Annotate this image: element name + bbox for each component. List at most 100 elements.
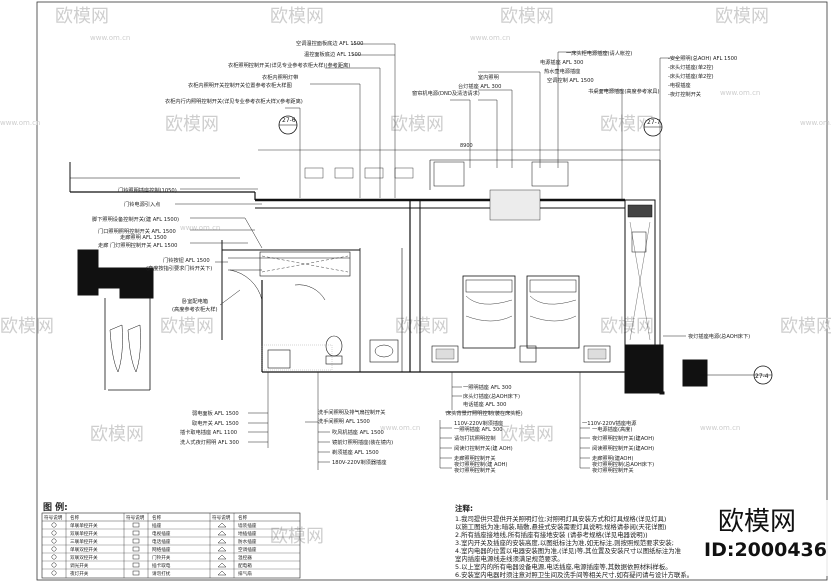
legend-cell: 排气扇 — [238, 570, 252, 577]
callout: 剃须插座 AFL 1500 — [332, 448, 379, 456]
watermark-brand: 欧模网 — [165, 114, 219, 135]
callout: 床头背景灯照明控制(装在床头柜) — [446, 409, 523, 417]
callout: -夜灯控制开关 — [668, 90, 701, 98]
legend-cell: 门铃开关 — [152, 554, 171, 561]
callout: 空调控制 AFL 1500 — [547, 76, 594, 84]
legend-cell: 配电箱 — [238, 562, 252, 569]
notes-block: 注释: 1.我司提供只提供开关照明灯位;对照明灯具安装方式和灯具规格(详见灯具)… — [455, 503, 693, 579]
callout: 走廊 门灯照明控制开关 AFL 1500 — [98, 241, 177, 249]
callouts-top-left: 空调温控面板底边 AFL 1500 温控面板底边 AFL 1500 衣柜照明控制… — [165, 39, 363, 105]
watermark-url: www.om.cn — [470, 34, 510, 42]
note-line: 2.所有插座接地线,所有插座有接地安装 (请参考规格(详见电器说明)) — [455, 530, 648, 539]
note-line: 1.我司提供只提供开关照明灯位;对照明灯具安装方式和灯具规格(详见灯具) — [455, 514, 666, 523]
legend-cell: 单联单控开关 — [70, 522, 98, 529]
legend-cell: 双联单控开关 — [70, 530, 98, 537]
callout: 夜灯照明控制(建 AOH) — [454, 460, 507, 468]
callouts-left: 门铃照明插座控制(1050) 门铃电源引入点 脚下照明设备控制开关(建 AFL … — [92, 186, 218, 313]
legend-cell: 双联双控开关 — [70, 554, 98, 561]
legend-cell: 防水插座 — [238, 538, 257, 545]
watermark-brand: 欧模网 — [500, 6, 554, 27]
id-label: ID:2000436 — [704, 539, 827, 561]
callout: 洗手间照明及排气扇控制开关 — [318, 408, 385, 416]
watermark-url: www.om.cn — [700, 424, 740, 432]
legend-cell: 温控器 — [238, 554, 252, 561]
watermark-brand: 欧模网 — [160, 316, 214, 337]
callout: 插卡取电插座 AFL 1100 — [180, 428, 237, 436]
callout: 窗帘机电源(DND及清洁请求) — [412, 89, 480, 97]
callout: 阅读照明控制开关(建AOH) — [592, 444, 654, 452]
callouts-bottom-left: 弱电面板 AFL 1500 取电开关 AFL 1500 插卡取电插座 AFL 1… — [180, 409, 239, 446]
legend-cell: 地插插座 — [238, 530, 257, 537]
dimension-line: 8900 — [258, 143, 660, 151]
watermark-url: www.om.cn — [0, 119, 40, 127]
notes-title: 注释: — [455, 503, 473, 513]
dimension-text: 8900 — [460, 143, 473, 149]
legend-title: 图 例: — [43, 501, 68, 513]
watermark-url: www.om.cn — [380, 424, 420, 432]
callout: 走廊照明 AFL 1500 — [120, 233, 167, 241]
legend-header: 名称 — [70, 514, 80, 521]
callout: 门铃电源引入点 — [124, 200, 160, 208]
watermark-brand: 欧模网 — [600, 316, 654, 337]
callout: 衣柜内照明开关控制开关位置参考衣柜大样图 — [188, 81, 292, 89]
brand-block: 欧模网 ID:2000436 — [700, 500, 828, 576]
callout: (高度参考衣柜大样) — [172, 305, 218, 313]
callout: 洗人式夜灯照明 AFL 300 — [180, 438, 239, 446]
legend-cell: 夜灯开关 — [70, 570, 89, 577]
section-marker-top-left: 27-6 — [278, 115, 298, 135]
note-line: 室内插座电源线走线须满足规范要求。 — [455, 554, 564, 563]
section-marker-label: 27-6 — [282, 117, 296, 124]
callouts-top-right: 一床头柜电源插座(请人帐控) 电源插座 AFL 300 热水壶电源插座 空调控制… — [412, 49, 660, 97]
callout: 夜灯照明控制开关(建AOH) — [592, 434, 654, 442]
callout: -床头灯插座(单2控) — [668, 72, 714, 80]
callout: 温控面板底边 AFL 1500 — [304, 50, 361, 58]
callout: 一110V-220V插座电源 — [582, 419, 637, 427]
legend-cell: 电话插座 — [152, 538, 171, 545]
callout: 脚下照明设备控制开关(建 AFL 1500) — [92, 215, 179, 223]
callout: 电源插座 AFL 300 — [540, 58, 583, 66]
brand-logo: 欧模网 — [718, 507, 796, 537]
callouts-bottom-right: 一110V-220V插座电源 一电源插座(高度) 夜灯照明控制开关(建AOH) … — [582, 419, 654, 474]
callout: 衣柜内行内照明控制开关(详见专业参考衣柜大样)(参考距离) — [165, 97, 303, 105]
callout: 一床头柜电源插座(请人帐控) — [566, 49, 632, 57]
legend-cell: 调光开关 — [70, 562, 89, 569]
section-marker-right: 27-4 — [700, 365, 773, 385]
watermark-url: www.om.cn — [180, 224, 220, 232]
callout: 180V-220V剃须器插座 — [332, 458, 386, 466]
callout: 110V-220V剃须插座 — [454, 419, 503, 427]
legend-header: 符号说明 — [126, 514, 145, 521]
callout: 床头灯插座(总AOH床下) — [463, 392, 520, 400]
callouts-far-right: -安全照明(总AOH) AFL 1500 -床头灯插座(单2控) -床头灯插座(… — [668, 54, 737, 98]
watermark-brand: 欧模网 — [55, 6, 109, 27]
callout: -床头灯插座(单2控) — [668, 63, 714, 71]
legend-header: 符号说明 — [44, 514, 63, 521]
watermark-brand: 欧模网 — [600, 114, 654, 135]
callout: 衣柜照明控制开关(详见专业参考衣柜大样)(参考距离) — [228, 61, 350, 69]
leader-lines — [175, 43, 686, 470]
section-marker-top-right: 27-7 — [643, 117, 663, 137]
callout: 取电开关 AFL 1500 — [192, 419, 239, 427]
callout: 弱电面板 AFL 1500 — [192, 409, 239, 417]
watermark-url: www.om.cn — [800, 119, 831, 127]
callout: 室内照明 — [478, 73, 499, 81]
callout: 门铃按钮 AFL 1500 — [163, 256, 210, 264]
legend-cell: 插座 — [152, 522, 162, 529]
callout: 热水壶电源插座 — [544, 67, 580, 75]
callout: 阅读灯控制开关(建 AOH) — [454, 444, 513, 452]
sheet-border — [36, 1, 828, 581]
callout: 门铃照明插座控制(1050) — [118, 186, 177, 194]
watermark-brand: 欧模网 — [390, 114, 444, 135]
watermark-brand: 欧模网 — [715, 6, 769, 27]
note-line: 5.以上室内的所有电器设备电源,电话插座,电源插座等,其数据依照材料样板。 — [455, 562, 672, 571]
legend-cell: 电视插座 — [152, 530, 171, 537]
legend-header: 名称 — [152, 514, 162, 521]
callouts-bottom-center: 一照明插座 AFL 300 床头灯插座(总AOH床下) 电话插座 AFL 300… — [446, 383, 523, 474]
callout: 空调温控面板底边 AFL 1500 — [296, 39, 363, 47]
legend-cell: 墙装插座 — [238, 522, 257, 529]
section-marker-label: 27-7 — [647, 119, 661, 126]
legend-table: 图 例: 符号说明 名称 符号说明 名称 符号说明 名称 单联单控开关 — [41, 501, 301, 579]
watermark-brand: 欧模网 — [270, 6, 324, 27]
callout: 走廊照明控制开关 — [454, 454, 496, 462]
legend-cell: 插卡取电 — [152, 562, 171, 569]
